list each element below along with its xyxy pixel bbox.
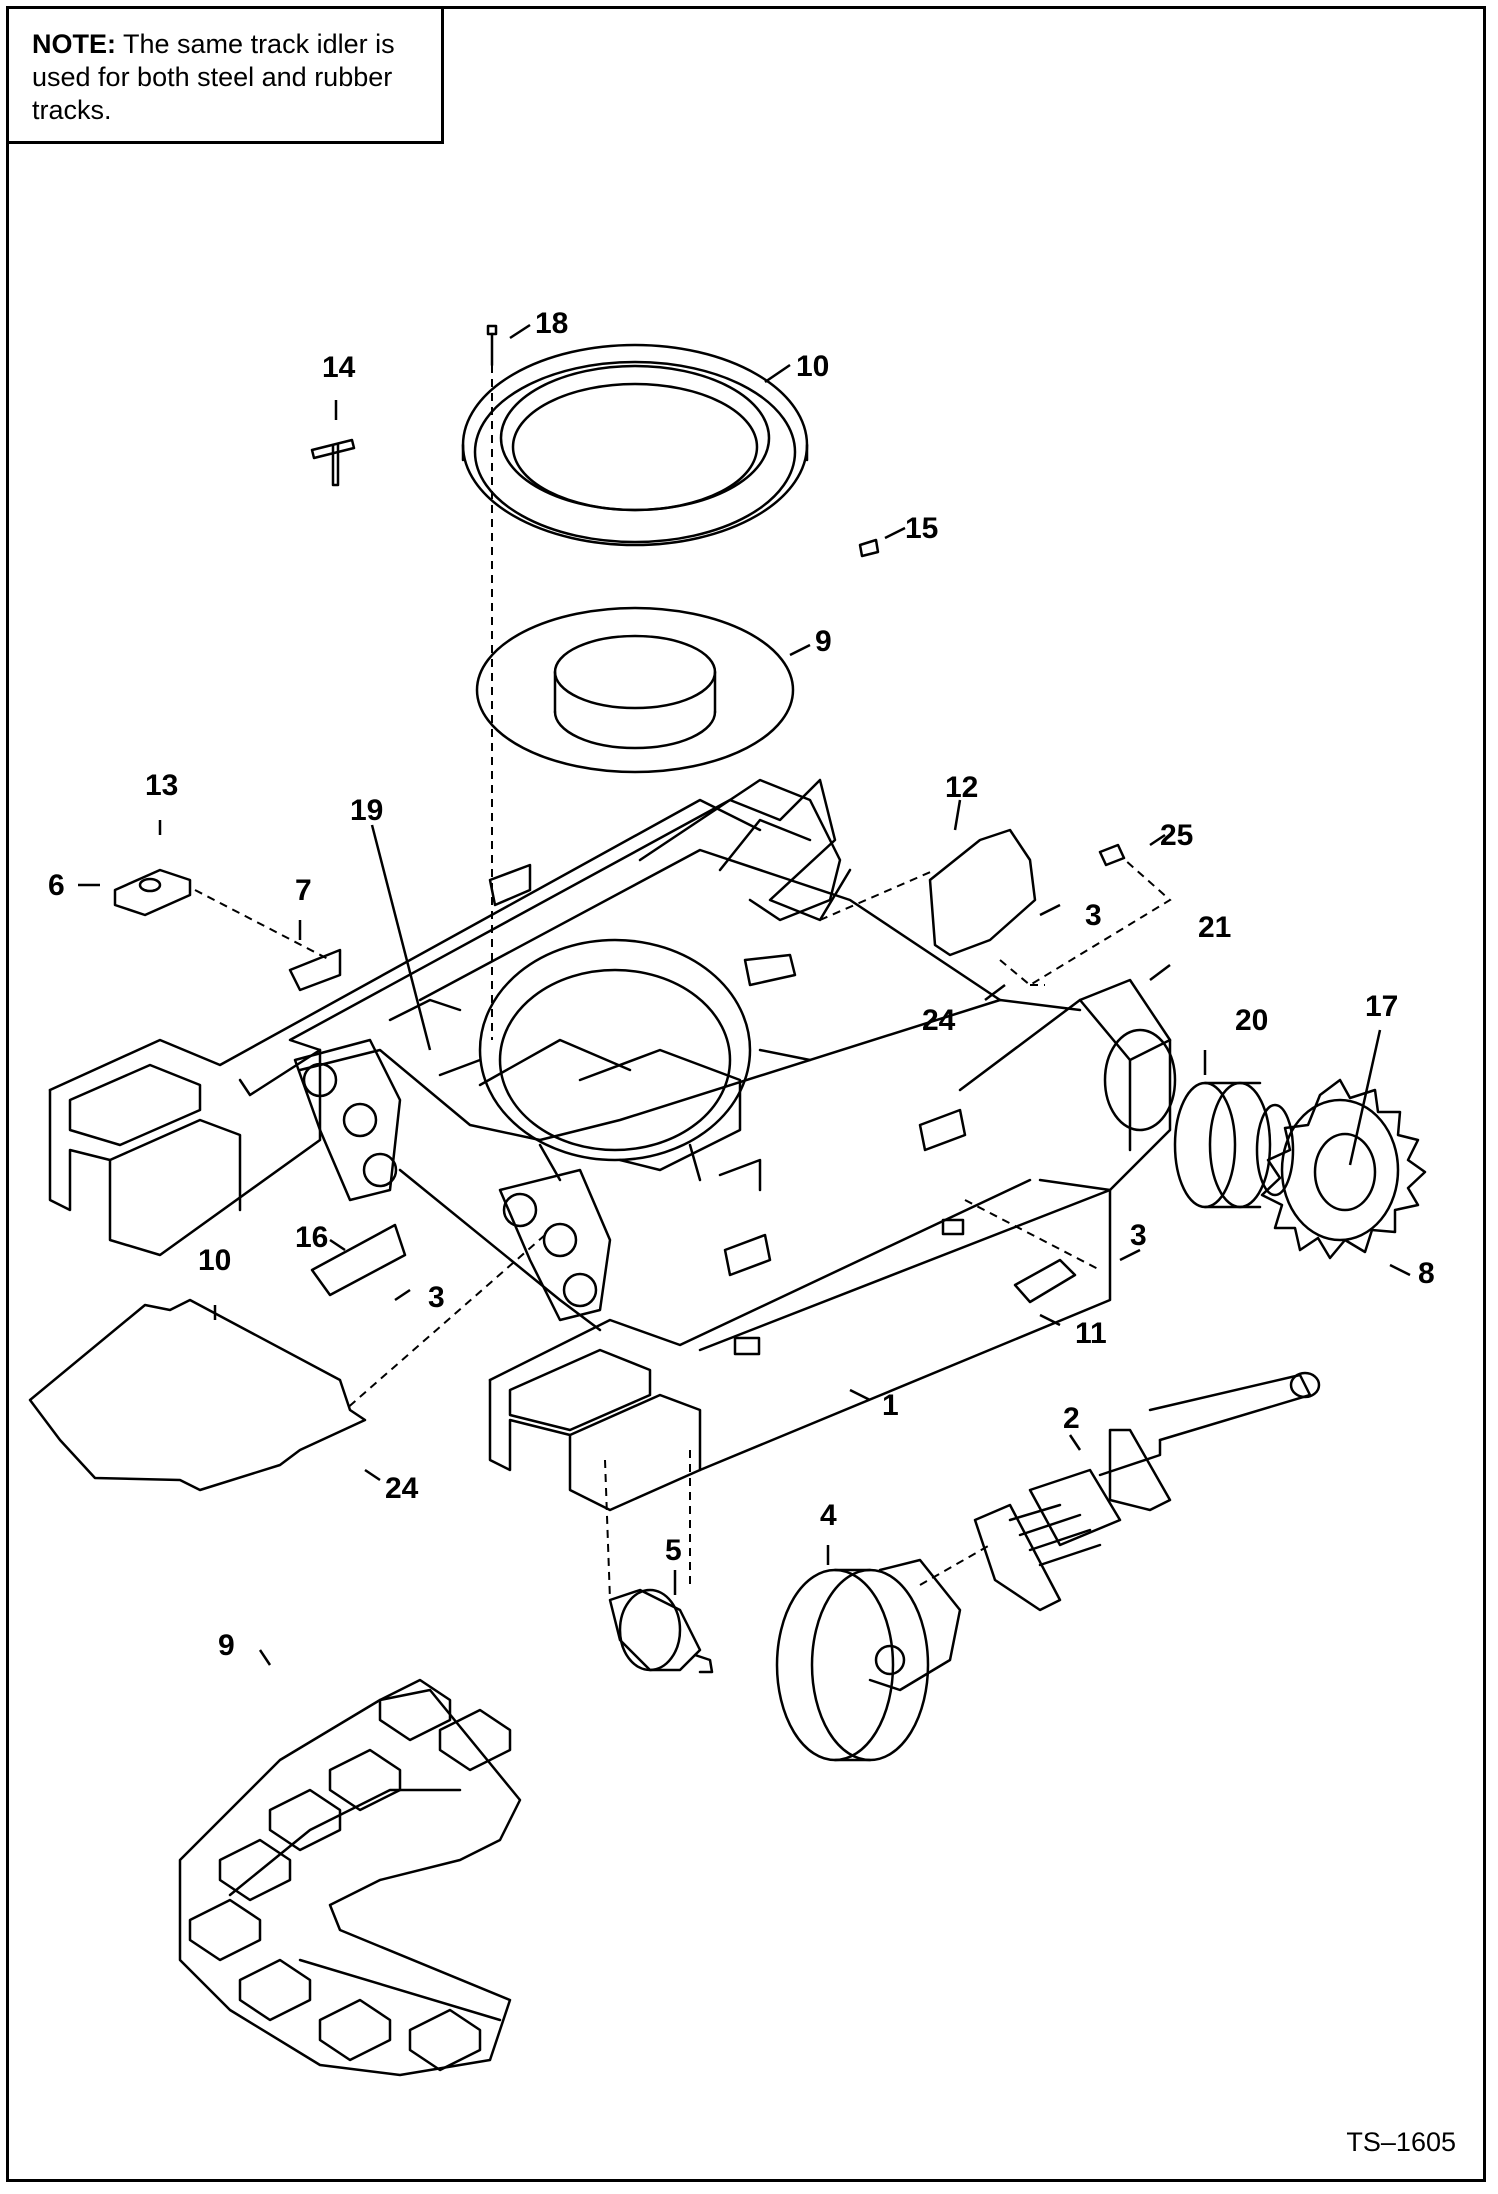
sprocket xyxy=(1260,1078,1427,1260)
track-adjuster xyxy=(973,1371,1321,1612)
callout-24-top: 24 xyxy=(922,1004,956,1037)
pad-part xyxy=(113,868,192,917)
drawing-number: TS–1605 xyxy=(1346,2127,1456,2157)
swing-bearing-ring xyxy=(461,343,809,547)
callout-22: 20 xyxy=(1235,1004,1268,1037)
callout-6: 6 xyxy=(48,869,65,902)
callout-24-bottom: 24 xyxy=(385,1472,419,1505)
spacer-plate xyxy=(475,606,795,774)
callout-10: 10 xyxy=(796,350,829,383)
cover-plate xyxy=(928,828,1037,957)
travel-motor xyxy=(1173,1081,1295,1209)
side-plate xyxy=(1013,1258,1077,1304)
callout-17: 15 xyxy=(905,512,938,545)
long-bolt xyxy=(486,324,498,367)
diagram-frame xyxy=(6,6,1486,2182)
front-idler xyxy=(775,1558,962,1762)
callout-25: 25 xyxy=(1160,819,1193,852)
callout-23: 21 xyxy=(1198,911,1231,944)
grease-fitting xyxy=(858,538,880,558)
assembly-lines xyxy=(194,365,1172,1601)
callout-19: 17 xyxy=(1365,990,1398,1023)
callout-11: 9 xyxy=(815,625,832,658)
callout-18: 16 xyxy=(295,1221,328,1254)
callout-16: 14 xyxy=(322,351,356,384)
belly-pan xyxy=(28,1298,367,1492)
callout-15: 13 xyxy=(145,769,178,802)
plug-part xyxy=(1098,843,1126,867)
callout-3-left: 3 xyxy=(428,1281,445,1314)
callout-20: 18 xyxy=(535,307,568,340)
callout-3-right: 3 xyxy=(1130,1219,1147,1252)
note-box: NOTE: The same track idler is used for b… xyxy=(6,6,444,144)
callout-4: 4 xyxy=(820,1499,837,1532)
undercarriage-frame xyxy=(48,778,1177,1512)
small-plate xyxy=(310,1223,407,1297)
callout-5: 5 xyxy=(665,1534,682,1567)
callout-13: 11 xyxy=(1075,1317,1107,1350)
callout-9: 9 xyxy=(218,1629,235,1662)
note-text: The same track idler is used for both st… xyxy=(32,29,395,125)
callout-21: 19 xyxy=(350,794,383,827)
callout-7: 7 xyxy=(295,874,312,907)
callout-1: 1 xyxy=(882,1389,899,1422)
callout-8: 8 xyxy=(1418,1257,1435,1290)
leader-lines xyxy=(78,323,1411,1666)
track-roller xyxy=(608,1588,714,1674)
callout-14: 12 xyxy=(945,771,978,804)
note-label: NOTE: xyxy=(32,29,116,59)
callout-2: 2 xyxy=(1063,1402,1080,1435)
pin-part xyxy=(310,438,356,487)
rubber-track xyxy=(178,1678,522,2077)
callout-3-top: 3 xyxy=(1085,899,1102,932)
callout-12: 10 xyxy=(198,1244,231,1277)
callout-labels: 18 10 14 15 9 13 6 7 19 12 25 3 21 24 20… xyxy=(48,307,1435,1662)
